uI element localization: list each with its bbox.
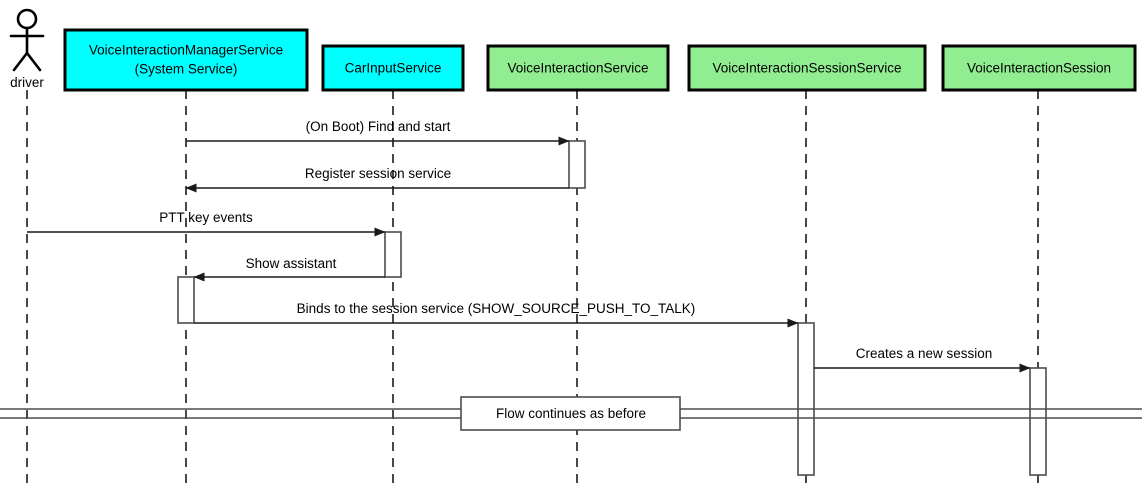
divider-note-label: Flow continues as before [496, 406, 646, 421]
actor-head-icon [16, 8, 38, 30]
activation-session [1029, 367, 1047, 476]
message-find-and-start[interactable]: (On Boot) Find and start [186, 119, 570, 146]
message-ptt-key-events[interactable]: PTT key events [27, 210, 386, 237]
participant-head-vis[interactable]: VoiceInteractionService [486, 44, 670, 92]
participant-label-vis: VoiceInteractionService [507, 61, 648, 76]
participant-label-vims-line1: VoiceInteractionManagerService [89, 43, 283, 58]
activation-viss [797, 322, 815, 476]
activation-vims [177, 276, 195, 324]
actor-driver-label: driver [10, 75, 44, 90]
activation-carinput [384, 231, 402, 278]
activations-group [177, 140, 1047, 476]
participant-box-viss [687, 44, 927, 92]
participant-box-carinput [321, 44, 465, 92]
message-register-session-service[interactable]: Register session service [185, 166, 569, 193]
participant-box-vis [486, 44, 670, 92]
participant-label-vims-line2: (System Service) [135, 62, 238, 77]
divider-note-box [460, 396, 681, 431]
message-label-ptt-key-events: PTT key events [159, 210, 253, 225]
activation-vis [568, 140, 586, 189]
actor-driver[interactable]: driver [9, 8, 44, 90]
message-label-find-and-start: (On Boot) Find and start [306, 119, 451, 134]
message-label-show-assistant: Show assistant [246, 256, 337, 271]
participant-box-session [941, 44, 1137, 92]
participant-head-vims[interactable]: VoiceInteractionManagerService (System S… [63, 28, 309, 92]
participant-head-viss[interactable]: VoiceInteractionSessionService [687, 44, 927, 92]
message-label-binds-to-session-service: Binds to the session service (SHOW_SOURC… [297, 301, 696, 316]
message-creates-a-new-session[interactable]: Creates a new session [814, 346, 1031, 373]
participant-label-viss: VoiceInteractionSessionService [712, 61, 901, 76]
participant-label-carinput: CarInputService [345, 61, 442, 76]
participant-head-carinput[interactable]: CarInputService [321, 44, 465, 92]
message-label-creates-a-new-session: Creates a new session [856, 346, 993, 361]
message-show-assistant[interactable]: Show assistant [193, 256, 385, 282]
participant-head-session[interactable]: VoiceInteractionSession [941, 44, 1137, 92]
participant-label-session: VoiceInteractionSession [967, 61, 1111, 76]
participant-box-vims [63, 28, 309, 92]
flow-divider: Flow continues as before [0, 396, 1142, 431]
actor-leg-left-icon [12, 51, 29, 72]
actor-leg-right-icon [25, 51, 42, 72]
message-binds-to-session-service[interactable]: Binds to the session service (SHOW_SOURC… [194, 301, 799, 328]
message-label-register-session-service: Register session service [305, 166, 451, 181]
